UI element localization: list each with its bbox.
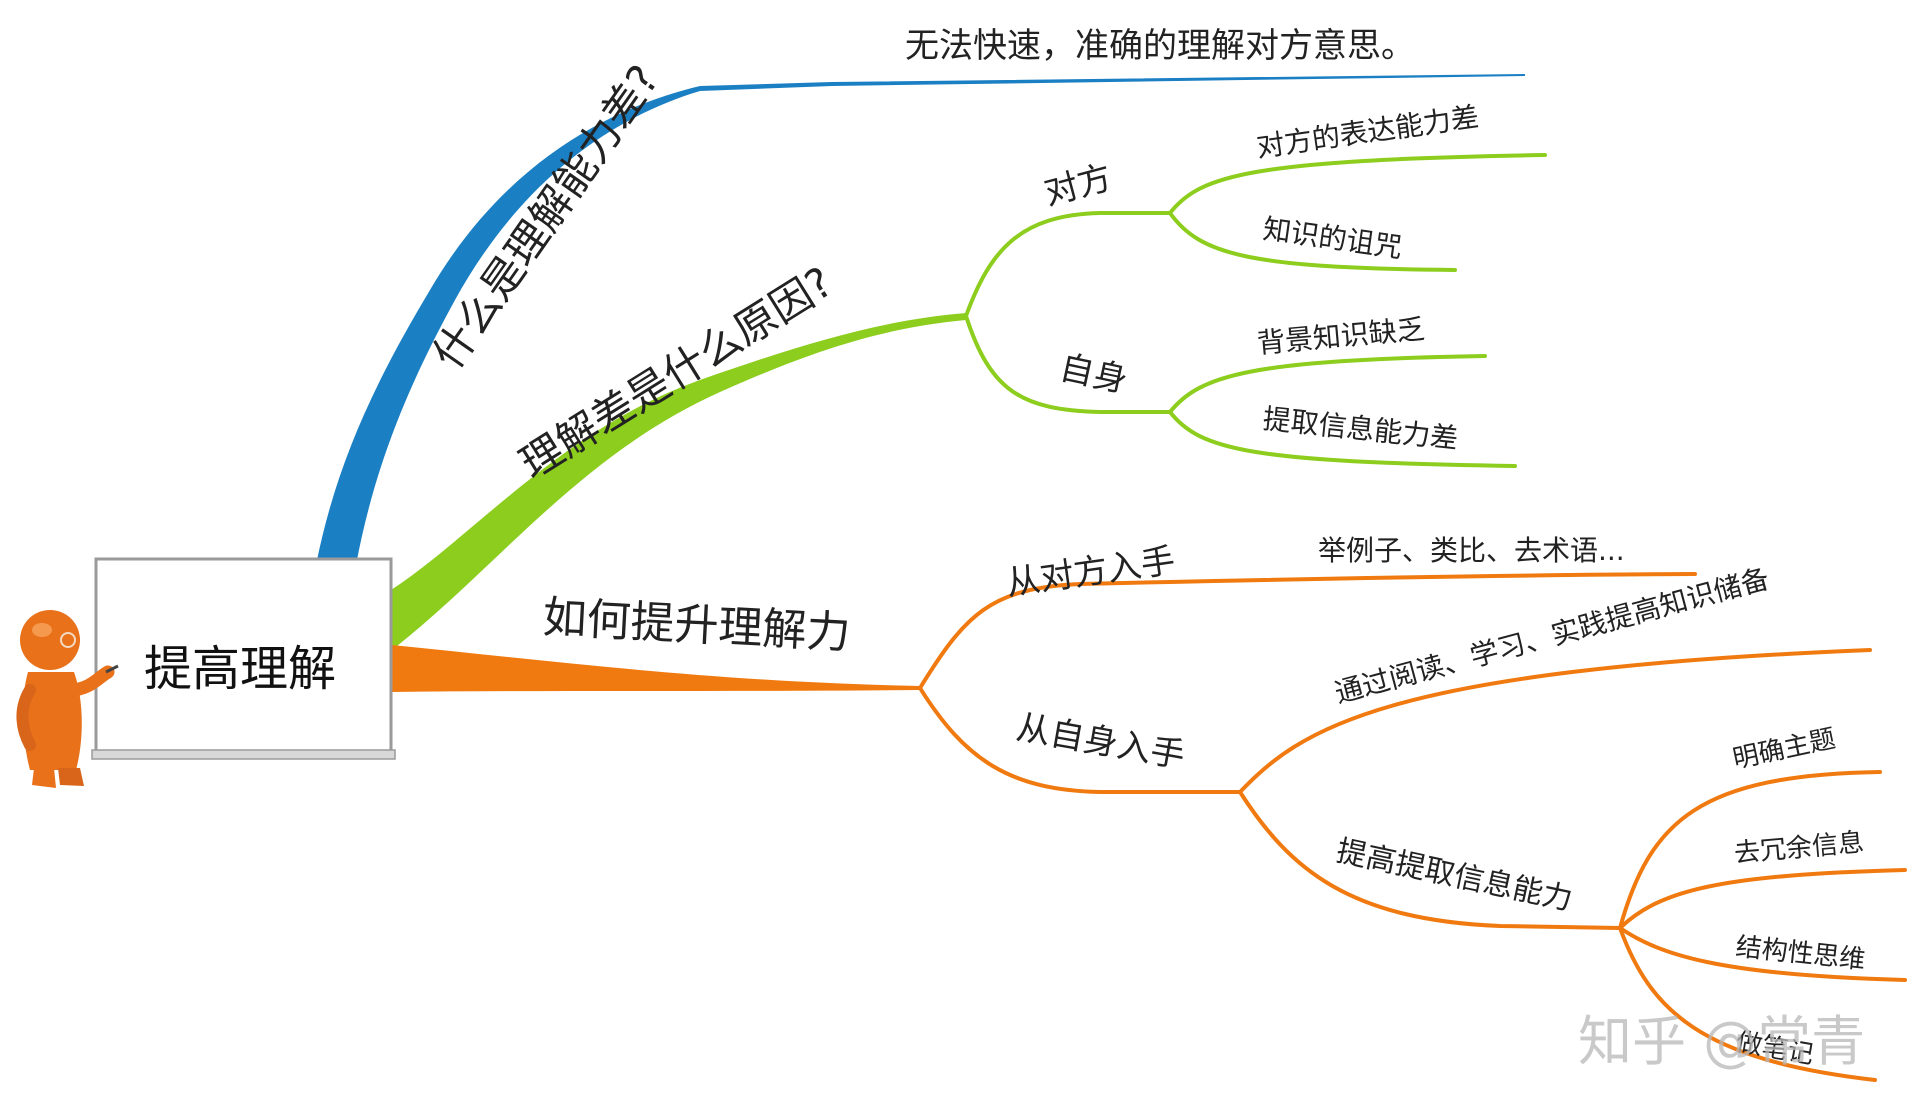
how-other-item-1: 举例子、类比、去术语... bbox=[1318, 534, 1625, 567]
why-other-label: 对方 bbox=[1040, 157, 1116, 213]
branch-what-label: 什么是理解能力差? bbox=[423, 56, 669, 378]
extract-item-1: 明确主题 bbox=[1730, 724, 1838, 775]
why-self-item-2: 提取信息能力差 bbox=[1261, 402, 1459, 455]
how-other-label: 从对方入手 bbox=[1004, 541, 1178, 604]
watermark-text: 知乎 @常青 bbox=[1578, 1010, 1865, 1073]
branch-how-subconnectors bbox=[920, 574, 1905, 1080]
central-topic: 提高理解 bbox=[144, 641, 336, 697]
why-other-item-1: 对方的表达能力差 bbox=[1254, 100, 1480, 164]
why-self-label: 自身 bbox=[1056, 348, 1131, 401]
extract-item-2: 去冗余信息 bbox=[1733, 828, 1865, 869]
branch-why-label: 理解差是什么原因? bbox=[511, 257, 841, 488]
branch-what-answer: 无法快速，准确的理解对方意思。 bbox=[905, 26, 1415, 66]
how-self-label: 从自身入手 bbox=[1013, 707, 1187, 776]
why-self-item-1: 背景知识缺乏 bbox=[1256, 312, 1426, 360]
why-other-item-2: 知识的诅咒 bbox=[1261, 212, 1404, 264]
branch-how-label: 如何提升理解力 bbox=[541, 592, 851, 659]
how-self-study: 通过阅读、学习、实践提高知识储备 bbox=[1331, 562, 1772, 710]
